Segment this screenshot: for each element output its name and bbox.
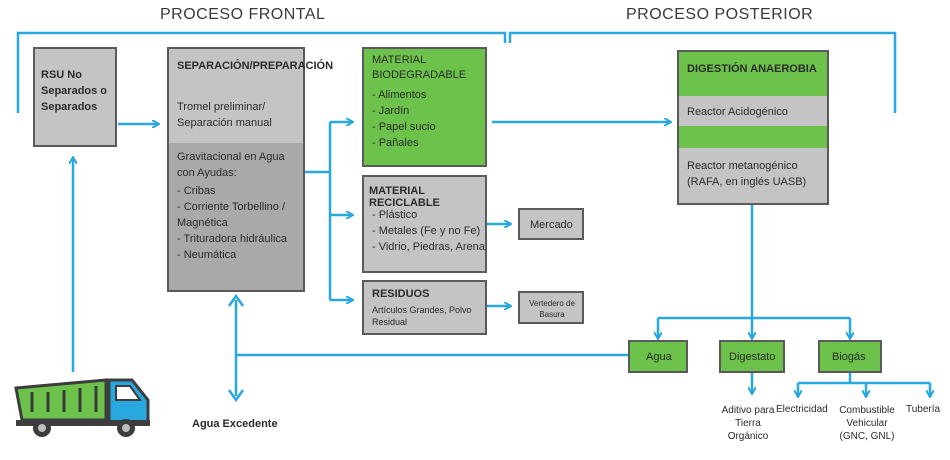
recic-title: MATERIAL RECICLABLE	[369, 185, 440, 209]
reactor-band	[679, 126, 827, 148]
truck-icon	[14, 378, 150, 437]
biogas-box: Biogás	[818, 340, 882, 373]
recic-item: - Metales (Fe y no Fe)	[372, 225, 481, 237]
electricidad-label: Electricidad	[776, 404, 828, 415]
bio-item: - Pañales	[372, 137, 419, 149]
grav-item: - Trituradora hidráulica	[177, 233, 288, 245]
grav-item: - Neumática	[177, 249, 237, 261]
rsu-box: RSU No Separados o Separados	[33, 47, 117, 147]
arrow-down-excedente	[227, 389, 245, 403]
mercado-box: Mercado	[518, 208, 584, 240]
reactor2-label: Reactor metanogénico (RAFA, en inglés UA…	[687, 160, 807, 188]
bio-item: - Papel sucio	[372, 121, 436, 133]
residuos-sub: Artículos Grandes, Polvo Residual	[372, 305, 472, 327]
separation-box: SEPARACIÓN/PREPARACIÓN Tromel preliminar…	[167, 47, 334, 292]
front-bracket	[16, 31, 507, 113]
header-front: PROCESO FRONTAL	[160, 6, 326, 23]
aditivo-label: Aditivo para Tierra Orgánico	[721, 405, 775, 442]
recic-item: - Vidrio, Piedras, Arena	[372, 241, 485, 253]
residuos-box: RESIDUOS Artículos Grandes, Polvo Residu…	[362, 280, 487, 335]
combustible-label: Combustible Vehicular (GNC, GNL)	[839, 405, 895, 442]
vertedero-label: Vertedero de Basura	[529, 299, 575, 319]
mercado-label: Mercado	[530, 219, 573, 231]
agua-excedente-label: Agua Excedente	[192, 418, 278, 430]
agua-box: Agua	[628, 340, 688, 373]
residuos-title: RESIDUOS	[372, 288, 430, 300]
bio-list: - Alimentos - Jardín - Papel sucio - Pañ…	[372, 87, 436, 151]
bio-title: MATERIAL BIODEGRADABLE	[372, 54, 467, 81]
biogas-label: Biogás	[832, 351, 866, 363]
vertedero-box: Vertedero de Basura	[518, 291, 584, 324]
grav-list: - Cribas - Corriente Torbellino / Magnét…	[177, 183, 299, 263]
gravitational-panel: Gravitacional en Agua con Ayudas: - Crib…	[169, 143, 303, 290]
bio-item: - Alimentos	[372, 89, 427, 101]
back-bracket	[508, 31, 897, 113]
digestato-box: Digestato	[719, 340, 785, 373]
recic-list: - Plástico - Metales (Fe y no Fe) - Vidr…	[372, 207, 485, 255]
grav-title: Gravitacional en Agua con Ayudas:	[177, 151, 285, 179]
digestato-label: Digestato	[729, 351, 776, 363]
tuberia-label: Tubería	[906, 404, 941, 415]
reactor1-label: Reactor Acidogénico	[687, 106, 788, 118]
digestion-header: DIGESTIÓN ANAEROBIA	[679, 52, 827, 96]
digestion-title: DIGESTIÓN ANAEROBIA	[687, 63, 817, 75]
separation-sub: Tromel preliminar/ Separación manual	[177, 101, 272, 129]
arrow-up-to-sep	[227, 293, 245, 307]
header-back: PROCESO POSTERIOR	[626, 6, 814, 23]
separation-title: SEPARACIÓN/PREPARACIÓN	[177, 60, 334, 72]
digestion-box: DIGESTIÓN ANAEROBIA Reactor Acidogénico …	[677, 50, 829, 205]
biodegradable-box: MATERIAL BIODEGRADABLE - Alimentos - Jar…	[362, 47, 487, 167]
reciclable-box: MATERIAL RECICLABLE - Plástico - Metales…	[362, 175, 487, 273]
grav-item: - Cribas	[177, 185, 216, 197]
recic-item: - Plástico	[372, 209, 418, 221]
bio-item: - Jardín	[372, 105, 410, 117]
rsu-label: RSU No Separados o Separados	[41, 69, 108, 113]
agua-label: Agua	[646, 351, 672, 363]
grav-item: - Corriente Torbellino / Magnética	[177, 201, 286, 229]
